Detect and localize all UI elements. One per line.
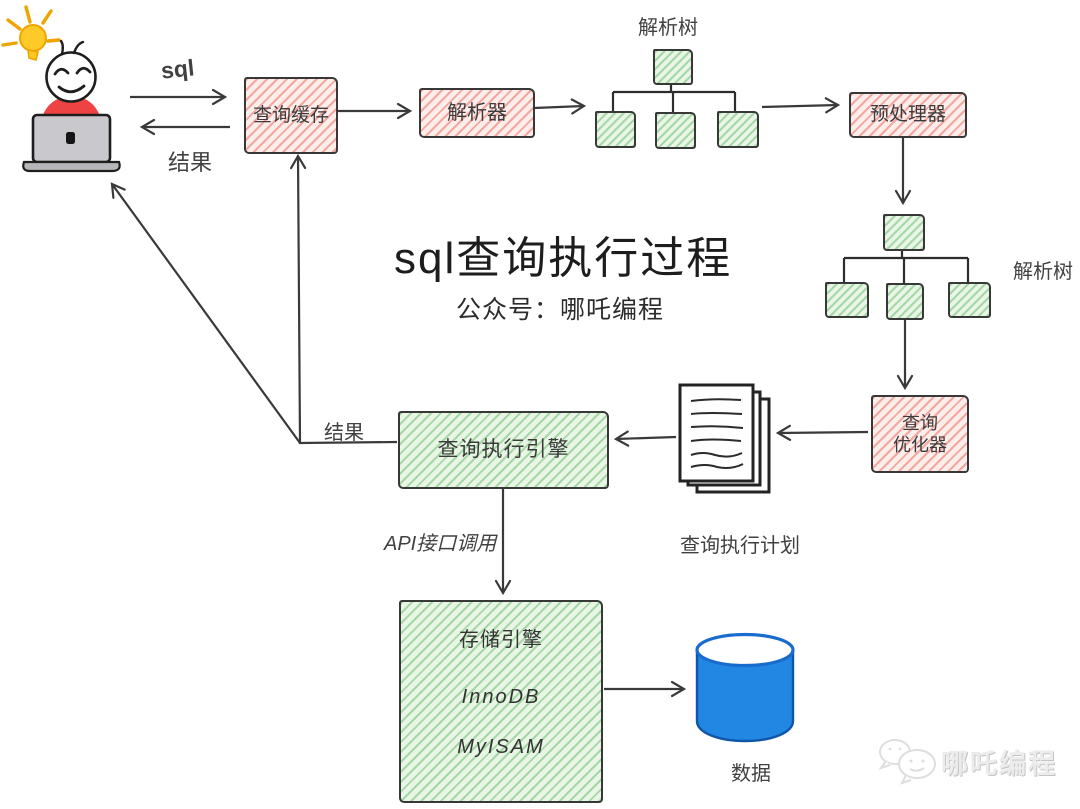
parse-tree-1-child	[655, 112, 696, 149]
database-cylinder-icon	[695, 632, 795, 743]
label-api-call: API接口调用	[384, 533, 497, 555]
node-parser: 解析器	[419, 88, 535, 138]
node-query-optimizer-line1: 查询	[902, 412, 938, 433]
parse-tree-1-root	[653, 49, 693, 85]
node-exec-engine-label: 查询执行引擎	[437, 437, 570, 461]
parse-tree-2-child	[825, 282, 869, 318]
parse-tree-2-root	[883, 214, 925, 251]
label-sql: sql	[159, 54, 196, 84]
parse-tree-2-connectors	[842, 247, 970, 283]
parse-tree-1-child	[717, 111, 759, 148]
arrow-engine-result-to-cache	[289, 153, 398, 445]
arrow-tree-to-preprocessor	[761, 97, 841, 114]
node-parser-label: 解析器	[447, 101, 507, 124]
storage-engine-innodb: InnoDB	[461, 686, 541, 708]
label-result-user: 结果	[168, 150, 213, 175]
laptop-icon	[22, 113, 121, 173]
storage-engine-myisam: MyISAM	[457, 736, 545, 758]
label-exec-plan: 查询执行计划	[680, 535, 800, 557]
label-parse-tree-1: 解析树	[638, 17, 698, 39]
diagram-subtitle: 公众号：哪吒编程	[456, 296, 665, 324]
wechat-icon	[878, 739, 936, 785]
node-query-cache: 查询缓存	[244, 77, 338, 154]
parse-tree-2-child	[886, 283, 924, 320]
node-storage-engine: 存储引擎 InnoDB MyISAM	[399, 600, 603, 803]
node-exec-engine: 查询执行引擎	[398, 411, 609, 489]
label-parse-tree-2: 解析树	[1013, 261, 1073, 283]
idea-bulb-icon	[1, 5, 61, 61]
node-query-optimizer-line2: 优化器	[893, 435, 947, 455]
node-query-cache-label: 查询缓存	[252, 104, 329, 126]
user-at-laptop-icon	[1, 5, 121, 173]
arrow-optimizer-to-plan	[775, 424, 869, 441]
arrow-engine-result-to-user	[110, 182, 301, 444]
label-data: 数据	[731, 763, 771, 785]
node-preprocessor-label: 预处理器	[869, 104, 946, 126]
diagram-title: sql查询执行过程	[394, 234, 733, 283]
arrow-plan-to-engine	[613, 430, 677, 447]
watermark-brand: 哪吒编程	[941, 749, 1057, 779]
label-result-engine: 结果	[324, 422, 364, 444]
node-storage-engine-label: 存储引擎	[459, 629, 543, 651]
node-query-optimizer: 查询 优化器	[871, 395, 969, 473]
node-preprocessor: 预处理器	[849, 92, 967, 138]
parse-tree-1-connectors	[611, 82, 737, 112]
arrow-parser-to-tree	[533, 98, 587, 115]
parse-tree-1-child	[595, 111, 636, 148]
document-stack-icon	[678, 383, 771, 494]
parse-tree-2-child	[948, 282, 991, 318]
